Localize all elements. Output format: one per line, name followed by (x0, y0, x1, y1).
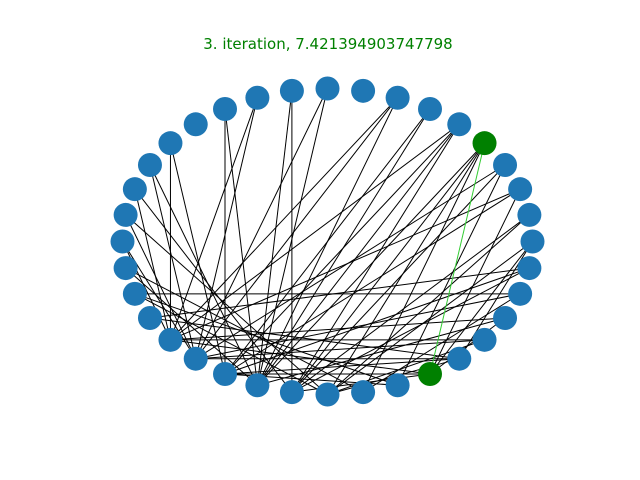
graph-node (385, 85, 410, 110)
graph-edge (195, 339, 485, 360)
graph-node (418, 96, 442, 121)
graph-edge (291, 124, 460, 393)
graph-node (508, 281, 533, 306)
graph-edge (195, 88, 328, 359)
graph-edge (256, 123, 460, 386)
edge-layer (122, 88, 533, 395)
graph-edge (224, 108, 258, 386)
graph-node (137, 153, 162, 177)
graph-node (122, 281, 147, 306)
graph-node (447, 112, 472, 137)
graph-edge (291, 267, 530, 393)
graph-node (213, 362, 237, 387)
graph-edge (397, 164, 506, 386)
graph-node (113, 202, 138, 227)
graph-edge (195, 164, 506, 360)
graph-edge (224, 267, 530, 375)
graph-edge (362, 293, 521, 393)
graph-edge (149, 267, 530, 319)
graph-node (447, 346, 472, 371)
graph-edge (224, 358, 460, 375)
graph-node (110, 229, 135, 254)
graph-edge (169, 143, 226, 375)
graph-edge (170, 317, 506, 341)
graph-node (213, 96, 237, 121)
graph-edge (256, 90, 293, 386)
graph-edge (195, 293, 521, 360)
graph-edge (125, 267, 258, 386)
graph-node (245, 85, 270, 110)
graph-node (137, 306, 162, 330)
node-layer (110, 76, 545, 407)
graph-node (279, 380, 304, 405)
graph-edge (149, 164, 197, 359)
graph-edge (327, 214, 530, 395)
graph-edge (169, 97, 258, 341)
graph-edge (256, 97, 399, 386)
graph-node (517, 202, 542, 227)
graph-node (122, 177, 147, 202)
highlighted-node (472, 131, 497, 156)
highlighted-edge (429, 143, 486, 375)
graph-edge (256, 108, 431, 386)
graph-edge (195, 97, 258, 359)
graph-edge (257, 317, 506, 386)
graph-edge (170, 97, 398, 341)
graph-node (517, 256, 542, 281)
graph-edge (170, 339, 431, 375)
graph-edge (256, 88, 328, 386)
graph-edge (291, 164, 506, 393)
graph-edge (134, 293, 328, 395)
graph-node (245, 373, 270, 398)
graph-node (158, 131, 183, 156)
graph-node (493, 306, 518, 330)
chart-title: 3. iteration, 7.421394903747798 (203, 35, 452, 53)
graph-node (351, 380, 376, 405)
graph-edge (149, 317, 460, 360)
graph-edge (429, 241, 533, 375)
graph-node (279, 78, 304, 103)
graph-node (520, 229, 545, 254)
graph-edge (195, 97, 399, 360)
graph-node (351, 78, 376, 103)
graph-node (315, 76, 340, 101)
graph-node (183, 346, 208, 371)
graph-node (183, 112, 208, 137)
graph-node (472, 327, 497, 352)
graph-edge (291, 214, 530, 393)
graph-node (158, 327, 183, 352)
graph-node (385, 373, 410, 398)
graph-edge (170, 123, 460, 341)
graph-edge (134, 189, 171, 340)
graph-node (493, 153, 518, 177)
graph-edge (125, 214, 328, 395)
graph-edge (429, 188, 521, 375)
graph-node (315, 382, 340, 407)
highlighted-node (418, 362, 442, 387)
graph-node (508, 177, 533, 202)
graph-edge (257, 142, 485, 386)
graph-edge (327, 142, 485, 395)
graph-node (113, 256, 138, 281)
